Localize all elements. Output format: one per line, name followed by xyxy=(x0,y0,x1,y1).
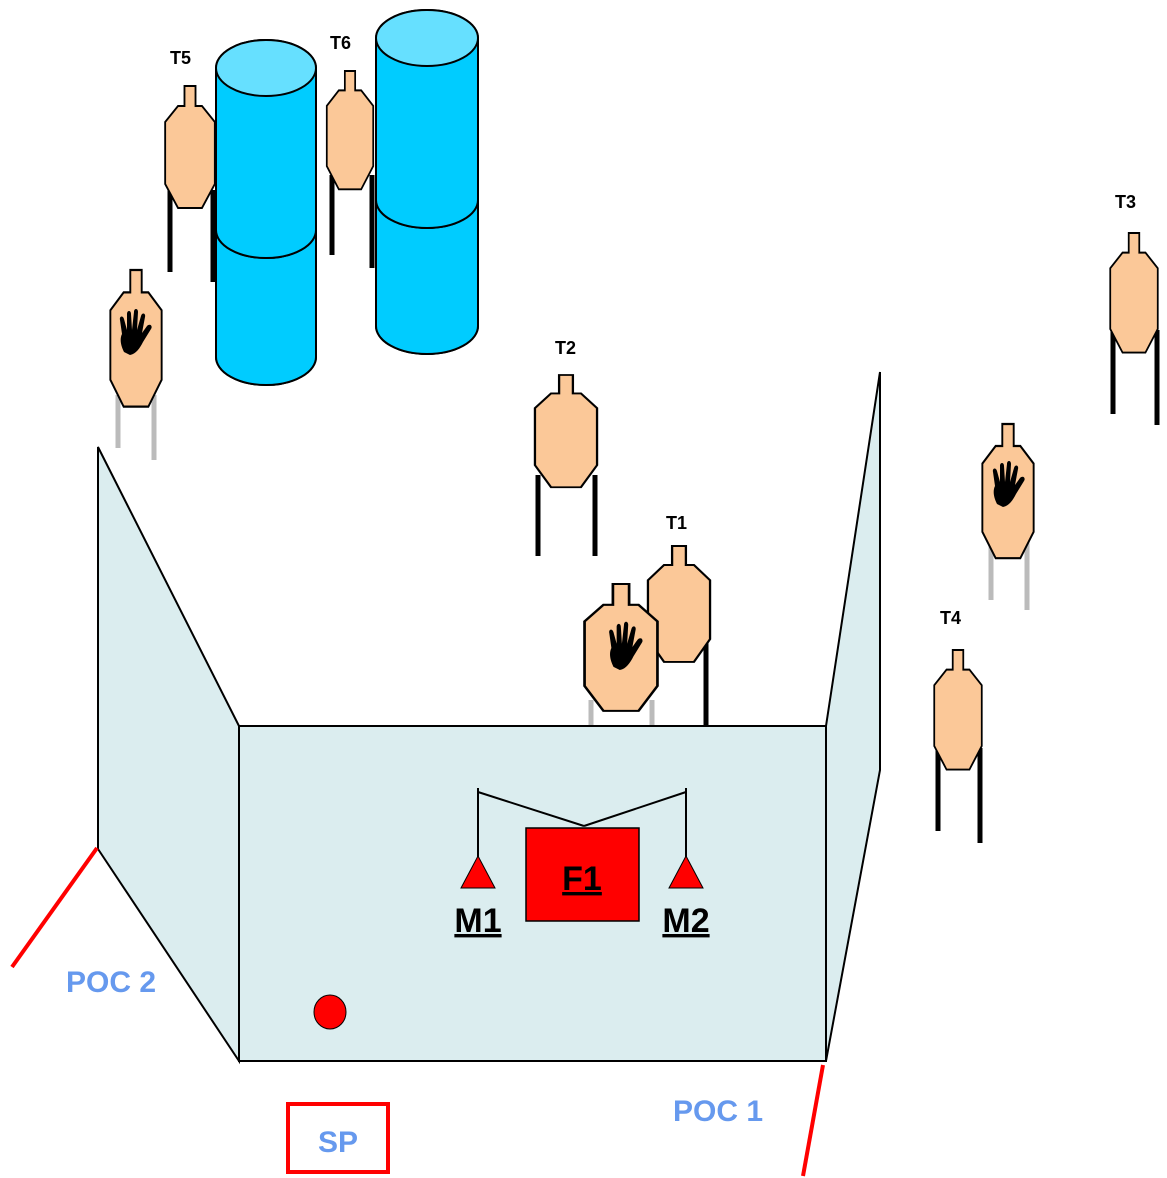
no-shoot-right xyxy=(981,422,1035,610)
sp-label: SP xyxy=(318,1126,358,1159)
target-t5: T5 xyxy=(164,48,216,282)
label-m2: M2 xyxy=(662,902,709,940)
target-label-t4: T4 xyxy=(940,608,961,628)
target-label-t3: T3 xyxy=(1115,192,1136,212)
target-t1: T1 xyxy=(646,513,712,732)
target-label-t1: T1 xyxy=(666,513,687,533)
label-f1: F1 xyxy=(562,860,602,898)
poc2-line xyxy=(10,846,99,969)
marker-m1: M1 xyxy=(454,854,502,940)
marker-m2: M2 xyxy=(662,854,710,940)
start-position-box: SP xyxy=(286,1102,390,1174)
right-wall xyxy=(825,371,881,1062)
target-label-t2: T2 xyxy=(555,338,576,358)
poc1-line xyxy=(801,1064,825,1177)
connector-lines xyxy=(477,788,687,858)
target-t2: T2 xyxy=(533,338,599,556)
target-label-t6: T6 xyxy=(330,33,351,53)
fault-line-box-f1: F1 xyxy=(525,827,640,922)
target-t6: T6 xyxy=(325,33,375,268)
target-label-t5: T5 xyxy=(170,48,191,68)
label-m1: M1 xyxy=(454,902,501,940)
target-t3: T3 xyxy=(1109,192,1160,425)
poc2-label: POC 2 xyxy=(66,966,156,999)
start-dot xyxy=(313,994,347,1030)
poc1-label: POC 1 xyxy=(673,1095,763,1128)
no-shoot-left xyxy=(109,268,163,460)
target-t4: T4 xyxy=(933,608,983,843)
